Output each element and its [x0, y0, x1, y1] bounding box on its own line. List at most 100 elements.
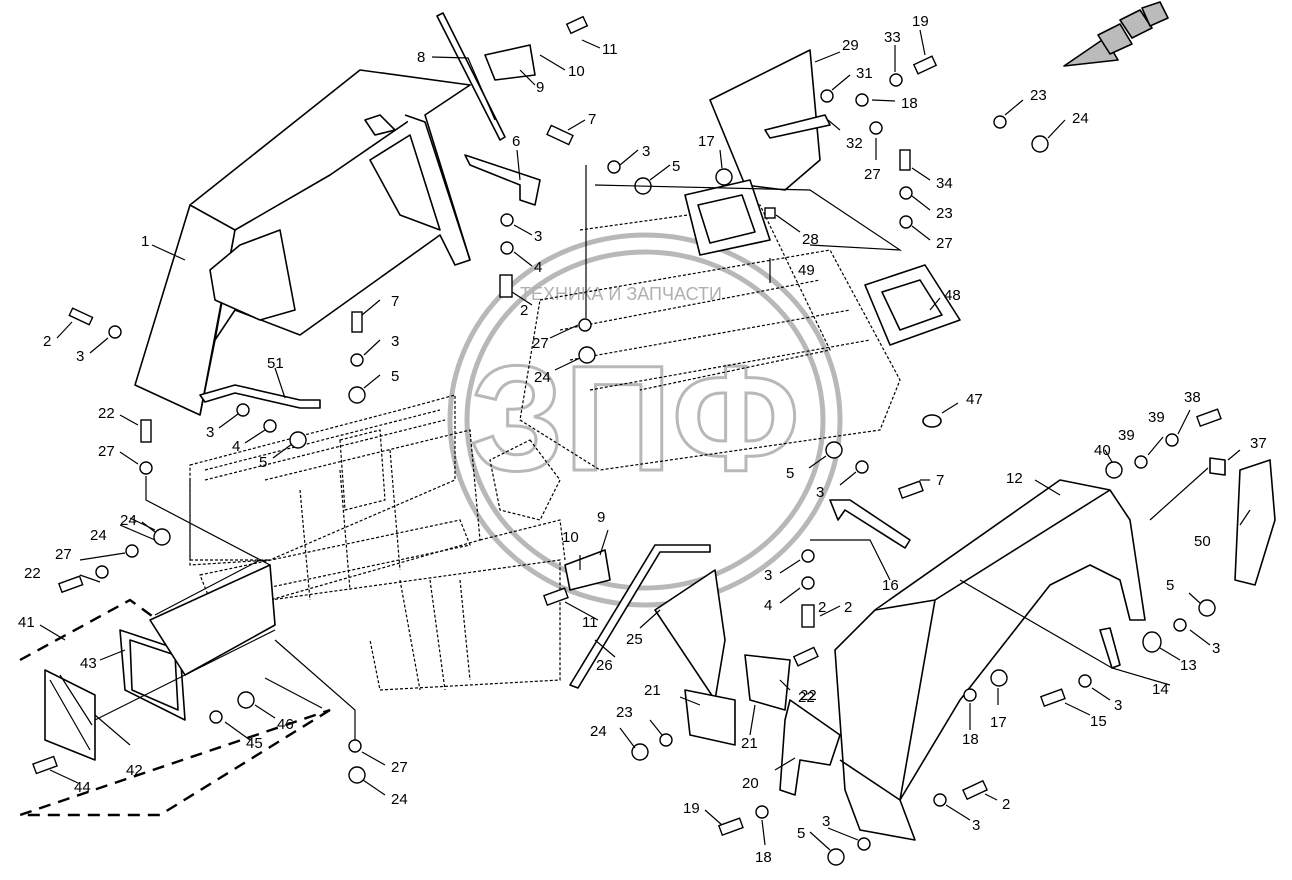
- callout-label: 41: [18, 614, 35, 631]
- frame-assembly: [189, 204, 901, 691]
- callout-label: 7: [588, 111, 596, 128]
- callout-label: 24: [391, 791, 408, 808]
- callout-label: 33: [884, 29, 901, 46]
- callout-label: 3: [642, 143, 650, 160]
- callout-label: 22: [798, 689, 815, 706]
- callout-label: 38: [1184, 389, 1201, 406]
- callout-label: 3: [206, 424, 214, 441]
- top-plate: [709, 49, 831, 191]
- callout-label: 14: [1152, 681, 1169, 698]
- callout-label: 39: [1148, 409, 1165, 426]
- callout-label: 24: [120, 512, 137, 529]
- callout-label: 19: [912, 13, 929, 30]
- bracket-6: [464, 154, 541, 206]
- callout-label: 39: [1118, 427, 1135, 444]
- callout-label: 2: [844, 599, 852, 616]
- callout-label: 11: [582, 614, 598, 631]
- callout-label: 3: [76, 348, 84, 365]
- callout-label: 9: [536, 79, 544, 96]
- hinge-9-middle: [564, 549, 611, 591]
- callout-label: 31: [856, 65, 873, 82]
- callout-label: 51: [267, 355, 284, 372]
- leader-lines: [39, 29, 1251, 851]
- callout-label: 27: [391, 759, 408, 776]
- callout-label: 3: [764, 567, 772, 584]
- callout-label: 18: [962, 731, 979, 748]
- callout-label: 25: [626, 631, 643, 648]
- callout-label: 6: [512, 133, 520, 150]
- callout-label: 16: [882, 577, 899, 594]
- hinge-9-top: [484, 44, 536, 81]
- callout-label: 17: [698, 133, 715, 150]
- panel-41-group: [19, 564, 331, 817]
- callout-label: 3: [391, 333, 399, 350]
- callout-label: 49: [798, 262, 815, 279]
- callout-label: 34: [936, 175, 953, 192]
- callout-label: 27: [936, 235, 953, 252]
- gasket-49: [684, 179, 771, 256]
- callout-label: 10: [562, 529, 579, 546]
- callout-label: 2: [43, 333, 51, 350]
- left-hood-panel: [134, 69, 471, 416]
- callout-labels: 1 2 3 2 3 4 5 6 7 3 5 8 9 10 11 3 4 2 7 …: [18, 13, 1267, 866]
- callout-label: 22: [24, 565, 41, 582]
- callout-label: 18: [901, 95, 918, 112]
- callout-label: 37: [1250, 435, 1267, 452]
- callout-label: 5: [797, 825, 805, 842]
- callout-label: 2: [1002, 796, 1010, 813]
- callout-label: 23: [616, 704, 633, 721]
- callout-label: 47: [966, 391, 983, 408]
- callout-label: 5: [259, 454, 267, 471]
- callout-label: 26: [596, 657, 613, 674]
- plate-37: [1209, 457, 1226, 476]
- callout-label: 45: [246, 735, 263, 752]
- callout-label: 23: [936, 205, 953, 222]
- bracket-25: [654, 569, 726, 701]
- callout-label: 3: [1212, 640, 1220, 657]
- callout-label: 4: [232, 438, 240, 455]
- callout-label: 3: [1114, 697, 1122, 714]
- callout-label: 5: [672, 158, 680, 175]
- callout-label: 44: [74, 779, 91, 796]
- watermark-logo-text: ЗПФ: [470, 334, 800, 502]
- callout-label: 24: [534, 369, 551, 386]
- callout-label: 2: [520, 302, 528, 319]
- gasket-48: [864, 264, 961, 346]
- o-ring: [922, 414, 942, 428]
- callout-label: 43: [80, 655, 97, 672]
- callout-label: 20: [742, 775, 759, 792]
- rod-26: [569, 544, 711, 689]
- callout-label: 13: [1180, 657, 1197, 674]
- side-panel-50: [1234, 459, 1276, 586]
- callout-label: 27: [55, 546, 72, 563]
- plate-14: [1099, 627, 1121, 669]
- callout-label: 7: [391, 293, 399, 310]
- callout-label: 21: [741, 735, 758, 752]
- bracket-20: [779, 699, 841, 796]
- callout-label: 46: [277, 716, 294, 733]
- handle-51: [199, 384, 321, 409]
- callout-label: 8: [417, 49, 425, 66]
- callout-label: 24: [1072, 110, 1089, 127]
- watermark-text: ТЕХНИКА И ЗАПЧАСТИ: [520, 284, 722, 304]
- direction-arrow-icon: [1063, 1, 1169, 67]
- callout-label: 18: [755, 849, 772, 866]
- callout-label: 23: [1030, 87, 1047, 104]
- callout-label: 40: [1094, 442, 1111, 459]
- callout-label: 24: [90, 527, 107, 544]
- callout-label: 15: [1090, 713, 1107, 730]
- callout-label: 27: [532, 335, 549, 352]
- callout-label: 42: [126, 762, 143, 779]
- callout-label: 5: [786, 465, 794, 482]
- callout-label: 19: [683, 800, 700, 817]
- watermark-logo: ЗПФ ТЕХНИКА И ЗАПЧАСТИ: [447, 232, 843, 608]
- right-fender: [834, 479, 1146, 841]
- callout-label: 48: [944, 287, 961, 304]
- bracket-21-right: [744, 654, 791, 711]
- callout-label: 9: [597, 509, 605, 526]
- callout-label: 3: [822, 813, 830, 830]
- callout-label: 7: [936, 472, 944, 489]
- callout-label: 4: [534, 259, 542, 276]
- callout-label: 29: [842, 37, 859, 54]
